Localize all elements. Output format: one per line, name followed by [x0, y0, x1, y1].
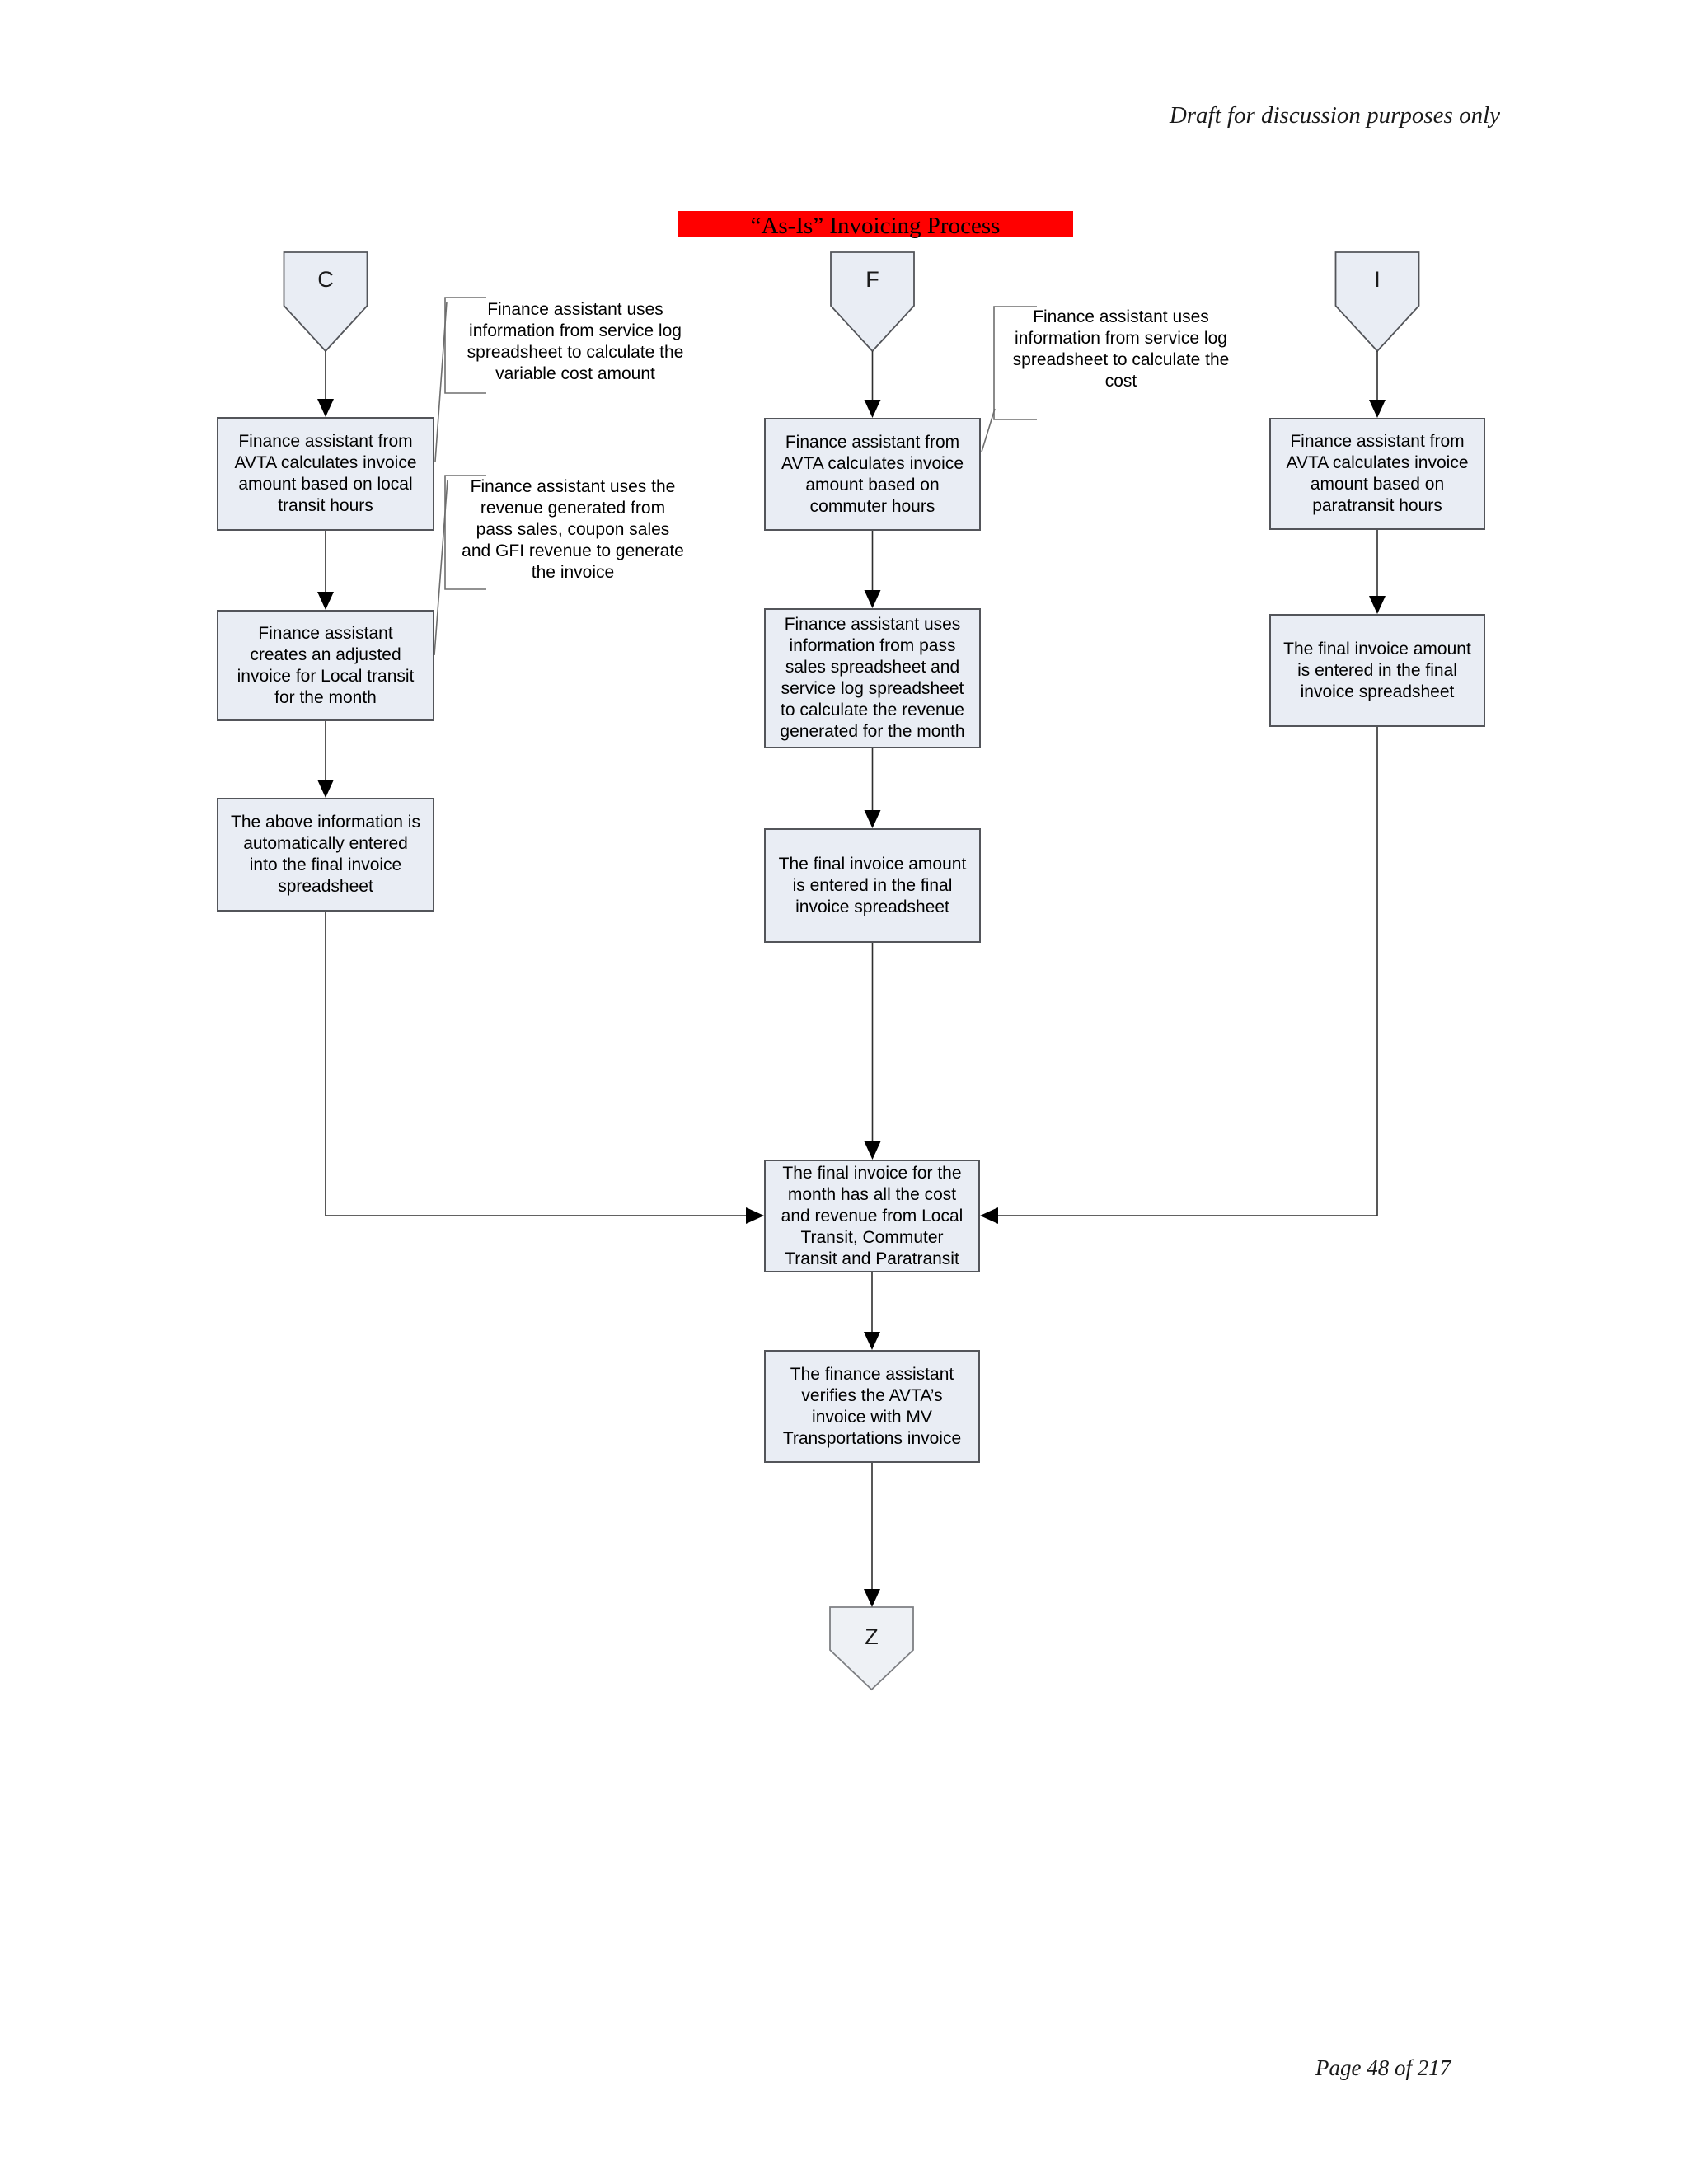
- step-para-calc-invoice: Finance assistant from AVTA calculates i…: [1269, 418, 1485, 530]
- step-commuter-calc-invoice: Finance assistant from AVTA calculates i…: [764, 418, 981, 531]
- arrowhead-down-icon: [864, 1141, 881, 1160]
- page-number: Page 48 of 217: [1315, 2055, 1451, 2080]
- draft-disclaimer: Draft for discussion purposes only: [1169, 102, 1500, 129]
- annotation-cost: Finance assistant uses information from …: [1012, 307, 1230, 391]
- leader-variable-cost: [434, 301, 448, 462]
- arrowhead-left-icon: [980, 1207, 998, 1224]
- connector-f-label: F: [865, 267, 879, 292]
- arrowhead-down-icon: [317, 399, 334, 417]
- arrowhead-down-icon: [864, 1589, 880, 1607]
- arrowhead-down-icon: [864, 810, 881, 828]
- arrowhead-down-icon: [1369, 596, 1386, 614]
- arrowhead-down-icon: [317, 592, 334, 610]
- arrowhead-down-icon: [864, 1332, 880, 1350]
- step-local-adjusted-invoice: Finance assistant creates an adjusted in…: [217, 610, 434, 721]
- annotation-revenue-generate: Finance assistant uses the revenue gener…: [462, 477, 684, 582]
- title-highlight-bar: “As-Is” Invoicing Process: [678, 211, 1073, 239]
- step-local-calc-invoice: Finance assistant from AVTA calculates i…: [217, 417, 434, 531]
- page-title: “As-Is” Invoicing Process: [750, 212, 1001, 239]
- arrowhead-down-icon: [864, 400, 881, 418]
- leader-revenue-generate: [434, 479, 448, 656]
- annotation-variable-cost: Finance assistant uses information from …: [467, 300, 684, 383]
- line-local3-to-merge: [325, 912, 746, 1216]
- arrowhead-right-icon: [746, 1207, 764, 1224]
- leader-cost: [981, 408, 996, 452]
- line-para2-to-merge: [998, 727, 1378, 1216]
- step-verify-invoice: The finance assistant verifies the AVTA’…: [764, 1350, 980, 1463]
- arrowhead-down-icon: [317, 780, 334, 798]
- connector-i-label: I: [1374, 267, 1381, 292]
- step-local-auto-entered: The above information is automatically e…: [217, 798, 434, 912]
- step-commuter-final-entered: The final invoice amount is entered in t…: [764, 828, 981, 943]
- step-merge-final-invoice: The final invoice for the month has all …: [764, 1160, 980, 1272]
- step-para-final-entered: The final invoice amount is entered in t…: [1269, 614, 1485, 727]
- arrowhead-down-icon: [864, 590, 881, 608]
- connector-z-label: Z: [865, 1624, 879, 1649]
- arrowhead-down-icon: [1369, 400, 1386, 418]
- step-commuter-revenue-calc: Finance assistant uses information from …: [764, 608, 981, 748]
- connector-c-label: C: [317, 267, 334, 292]
